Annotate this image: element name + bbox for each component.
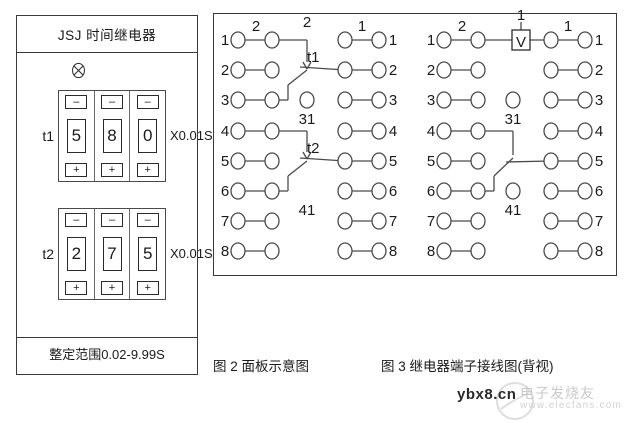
digit-column: – 5 + (59, 91, 95, 181)
watermark-ybx8: ybx8.cn (457, 386, 517, 403)
setter-group-t1: – 5 + – 8 + – 0 + (58, 90, 166, 182)
voltage-element-label: V (516, 34, 526, 51)
terminal-number-right: 1 (595, 32, 603, 49)
terminal-number-right: 8 (595, 243, 603, 260)
contact-label-31: 31 (505, 111, 522, 128)
setter-group-t2: – 2 + – 7 + – 5 + (58, 208, 166, 300)
terminal-number-left: 5 (427, 153, 435, 170)
increment-button[interactable]: + (136, 163, 159, 177)
terminal-number-right: 5 (595, 153, 603, 170)
setter-unit-t2: X0.01S (170, 246, 213, 261)
terminal-number-left: 8 (221, 243, 229, 260)
lamp-cross-icon (72, 62, 85, 79)
decrement-button[interactable]: – (65, 95, 88, 109)
terminal-number-right: 5 (389, 153, 397, 170)
terminal-number-left: 6 (427, 183, 435, 200)
terminal-number-left: 5 (221, 153, 229, 170)
terminal-number-left: 1 (427, 32, 435, 49)
digit-column: – 7 + (95, 209, 131, 299)
wire-label: 2 (458, 18, 466, 35)
panel-divider (16, 337, 198, 338)
contact-label-t2: t2 (307, 140, 320, 157)
terminal-number-right: 4 (595, 123, 603, 140)
wire-label: 2 (303, 14, 311, 31)
decrement-button[interactable]: – (136, 95, 159, 109)
digit-column: – 8 + (95, 91, 131, 181)
decrement-button[interactable]: – (101, 95, 123, 109)
wire-label: 2 (252, 18, 260, 35)
digit-display: 2 (66, 237, 86, 271)
increment-button[interactable]: + (136, 281, 159, 295)
increment-button[interactable]: + (65, 163, 88, 177)
terminal-number-left: 8 (427, 243, 435, 260)
digit-display: 0 (138, 119, 158, 153)
terminal-number-left: 4 (427, 123, 435, 140)
terminal-number-right: 4 (389, 123, 397, 140)
terminal-diagram-outline (213, 13, 617, 276)
terminal-number-right: 8 (389, 243, 397, 260)
decrement-button[interactable]: – (101, 213, 123, 227)
panel-title: JSJ 时间继电器 (16, 15, 198, 53)
terminal-number-right: 7 (595, 213, 603, 230)
digit-display: 5 (138, 237, 158, 271)
terminal-number-left: 1 (221, 32, 229, 49)
digit-display: 8 (102, 119, 122, 153)
terminal-number-right: 2 (389, 62, 397, 79)
voltage-element-box (511, 29, 531, 51)
decrement-button[interactable]: – (136, 213, 159, 227)
terminal-number-left: 2 (427, 62, 435, 79)
terminal-number-left: 7 (221, 213, 229, 230)
setter-label-t2: t2 (42, 246, 54, 262)
terminal-number-left: 4 (221, 123, 229, 140)
setter-unit-t1: X0.01S (170, 128, 213, 143)
contact-label-t1: t1 (307, 49, 320, 66)
decrement-button[interactable]: – (65, 213, 88, 227)
contact-label-31: 31 (299, 111, 316, 128)
terminal-number-left: 7 (427, 213, 435, 230)
terminal-number-right: 2 (595, 62, 603, 79)
terminal-number-left: 2 (221, 62, 229, 79)
digit-column: – 0 + (130, 91, 165, 181)
wire-label: 1 (358, 18, 366, 35)
caption-figure-2: 图 2 面板示意图 (213, 359, 310, 374)
watermark-elecfans-url: www.elecfans.com (520, 400, 623, 411)
digit-column: – 2 + (59, 209, 95, 299)
contact-label-41: 41 (299, 202, 316, 219)
wire-label: 1 (517, 7, 525, 24)
increment-button[interactable]: + (101, 163, 123, 177)
digit-column: – 5 + (130, 209, 165, 299)
watermark-ring-icon (496, 382, 534, 420)
caption-figure-3: 图 3 继电器端子接线图(背视) (381, 359, 554, 374)
terminal-number-right: 3 (595, 92, 603, 109)
panel-outline (16, 15, 198, 375)
terminal-number-left: 3 (221, 92, 229, 109)
terminal-number-right: 6 (595, 183, 603, 200)
digit-display: 5 (66, 119, 86, 153)
terminal-number-left: 3 (427, 92, 435, 109)
terminal-number-right: 7 (389, 213, 397, 230)
watermark-elecfans-name: 电子发烧友 (520, 385, 595, 401)
digit-display: 7 (102, 237, 122, 271)
setter-label-t1: t1 (42, 128, 54, 144)
wire-label: 1 (564, 18, 572, 35)
terminal-number-right: 3 (389, 92, 397, 109)
terminal-number-right: 6 (389, 183, 397, 200)
increment-button[interactable]: + (65, 281, 88, 295)
contact-label-41: 41 (505, 202, 522, 219)
setting-range-text: 整定范围0.02-9.99S (49, 347, 165, 362)
terminal-number-left: 6 (221, 183, 229, 200)
terminal-number-right: 1 (389, 32, 397, 49)
increment-button[interactable]: + (101, 281, 123, 295)
